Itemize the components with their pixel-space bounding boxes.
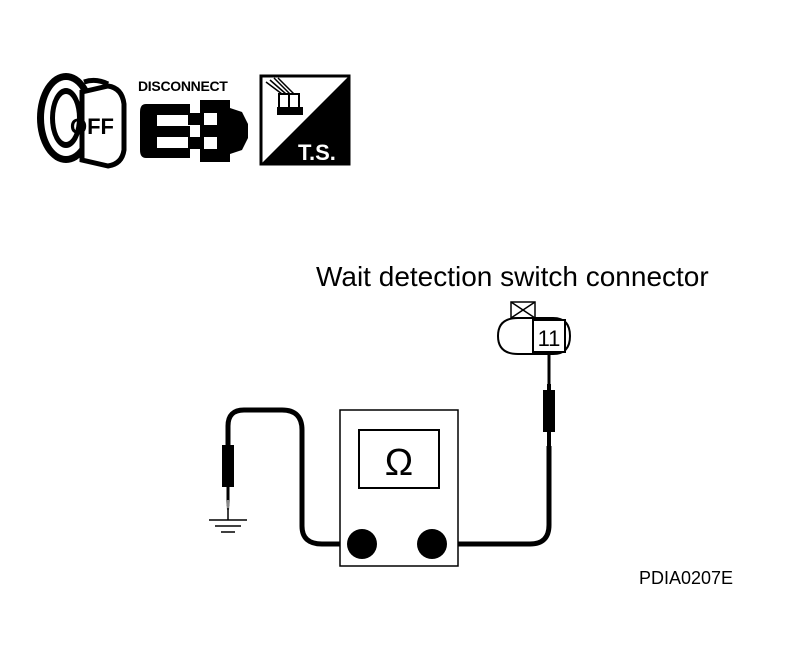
meter-positive-jack <box>417 529 447 559</box>
connector-body: 11 <box>496 301 572 355</box>
figure-id: PDIA0207E <box>639 568 733 588</box>
connector-terminal-number: 11 <box>538 326 561 351</box>
disconnect-label: DISCONNECT <box>138 78 228 94</box>
ohmmeter: Ω <box>339 409 459 567</box>
ground-symbol-icon <box>209 508 247 533</box>
ohm-symbol: Ω <box>385 442 413 484</box>
disconnect-connector-icon: DISCONNECT <box>138 78 248 162</box>
ignition-off-label: OFF <box>70 114 114 139</box>
meter-negative-jack <box>347 529 377 559</box>
terminal-side-tester-icon: T.S. <box>259 74 351 166</box>
left-test-probe <box>222 445 234 510</box>
right-test-probe <box>543 354 555 446</box>
tester-side-label: T.S. <box>298 140 336 165</box>
right-test-lead <box>432 446 552 547</box>
connector-title: Wait detection switch connector <box>316 261 709 292</box>
left-test-lead <box>225 407 362 547</box>
ignition-key-off-icon: OFF <box>37 73 127 169</box>
